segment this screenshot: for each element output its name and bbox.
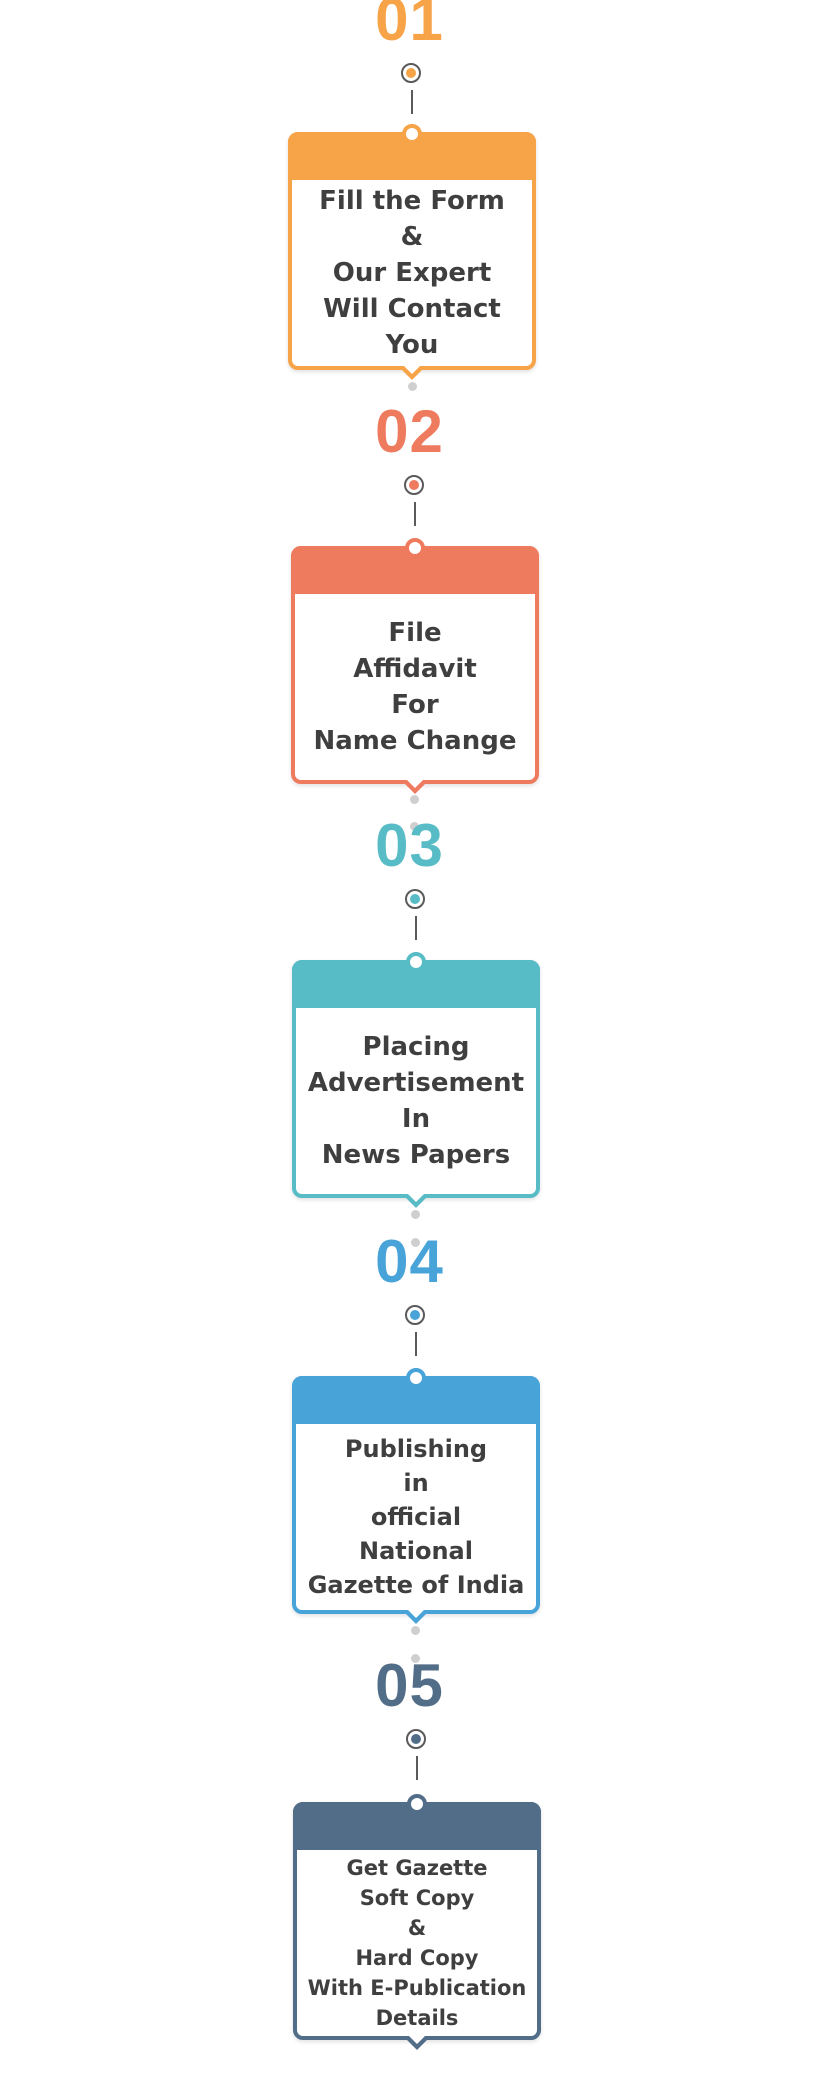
step-card: Publishing in official National Gazette … [292,1368,540,1624]
timeline-connector [416,1756,418,1780]
step-card-text: Publishing in official National Gazette … [307,1435,525,1599]
timeline-node-icon [406,1729,426,1749]
card-hook-icon [407,1794,427,1814]
card-hook-icon [402,124,422,144]
card-hook-icon [405,538,425,558]
timeline-node-icon [405,889,425,909]
step-2: 02 File Affidavit For Name Change [0,398,819,832]
timeline-connector [411,90,413,114]
timeline-connector [415,916,417,940]
card-hook-icon [406,1368,426,1388]
step-4: 04 Publishing in official National Gazet… [0,1228,819,1663]
step-number: 01 [375,0,444,53]
step-number: 03 [375,812,444,879]
card-hook-icon [406,952,426,972]
timeline-node-icon [404,475,424,495]
timeline-connector [414,502,416,526]
step-card-text: Get Gazette Soft Copy & Hard Copy With E… [307,1856,527,2030]
connector-dot-icon [411,1238,420,1247]
step-card-text: Placing Advertisement In News Papers [307,1032,525,1170]
step-card: Placing Advertisement In News Papers [292,952,540,1208]
step-card: Get Gazette Soft Copy & Hard Copy With E… [293,1794,541,2050]
timeline-node-icon [405,1305,425,1325]
step-card-text: Fill the Form & Our Expert Will Contact … [319,186,505,360]
step-number: 04 [375,1228,444,1295]
connector-dot-icon [411,1654,420,1663]
step-number: 02 [375,398,444,465]
step-3: 03 Placing Advertisement In News Papers [0,812,819,1247]
timeline-connector [415,1332,417,1356]
step-card-text: File Affidavit For Name Change [313,618,517,756]
connector-dot-icon [410,822,419,831]
connector-dot-icon [408,382,417,391]
step-card: Fill the Form & Our Expert Will Contact … [288,124,536,380]
timeline-node-icon [401,63,421,83]
step-5: 05 Get Gazette Soft Copy & Hard Copy Wit… [0,1652,819,2086]
step-1: 01 Fill the Form & Our Expert Will Conta… [0,0,819,420]
step-card: File Affidavit For Name Change [291,538,539,794]
connector-dot-icon [411,1210,420,1219]
connector-dot-icon [411,1626,420,1635]
connector-dot-icon [410,795,419,804]
step-number: 05 [375,1652,444,1719]
